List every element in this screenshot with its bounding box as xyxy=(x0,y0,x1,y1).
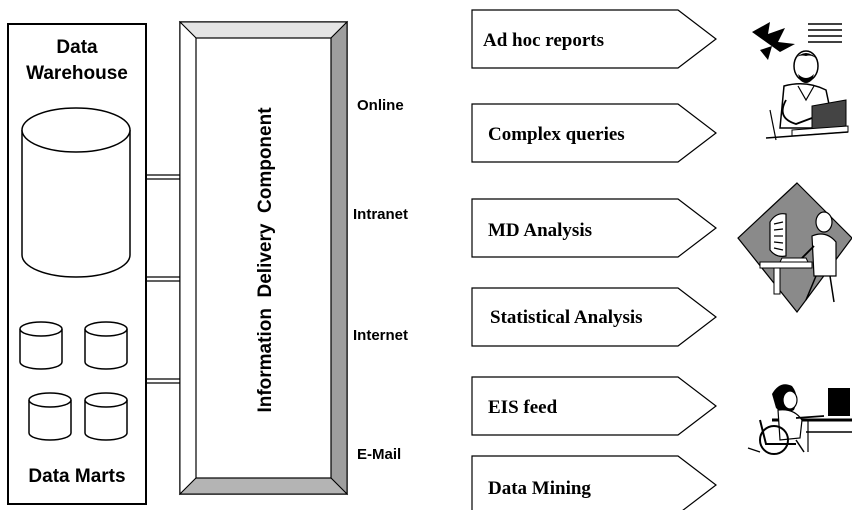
output-label: Complex queries xyxy=(488,124,625,145)
delivery-component-label: Information Delivery Component xyxy=(255,107,276,413)
data-mart-database-icon xyxy=(19,321,63,370)
user-in-wheelchair-at-computer-icon xyxy=(747,384,852,455)
data-mart-database-icon xyxy=(84,321,128,370)
output-label: Ad hoc reports xyxy=(483,30,604,51)
user-at-computer-diamond-icon xyxy=(737,182,852,313)
information-delivery-component: Information Delivery Component xyxy=(178,20,349,496)
data-mart-database-icon xyxy=(28,392,72,441)
warehouse-connectors xyxy=(146,174,180,384)
warehouse-database-icon xyxy=(21,107,131,278)
channel-label: Internet xyxy=(353,327,408,344)
output-label: Statistical Analysis xyxy=(490,307,643,328)
output-arrow: Statistical Analysis xyxy=(471,287,717,347)
output-label: Data Mining xyxy=(488,478,591,499)
output-arrow: Data Mining xyxy=(471,455,717,510)
output-arrow: EIS feed xyxy=(471,376,717,436)
data-mart-database-icon xyxy=(84,392,128,441)
output-arrow: Ad hoc reports xyxy=(471,9,717,69)
channel-label: E-Mail xyxy=(357,446,401,463)
output-arrow: Complex queries xyxy=(471,103,717,163)
output-label: MD Analysis xyxy=(488,220,592,241)
data-marts-label: Data Marts xyxy=(28,466,125,487)
output-label: EIS feed xyxy=(488,397,558,418)
warehouse-title-line2: Warehouse xyxy=(26,63,128,84)
output-arrow: MD Analysis xyxy=(471,198,717,258)
warehouse-title-line1: Data xyxy=(56,37,98,58)
analyst-at-laptop-icon xyxy=(752,22,849,141)
channel-label: Online xyxy=(357,97,404,114)
channel-label: Intranet xyxy=(353,206,408,223)
data-warehouse-box: Data Warehouse Data Marts xyxy=(7,23,147,505)
